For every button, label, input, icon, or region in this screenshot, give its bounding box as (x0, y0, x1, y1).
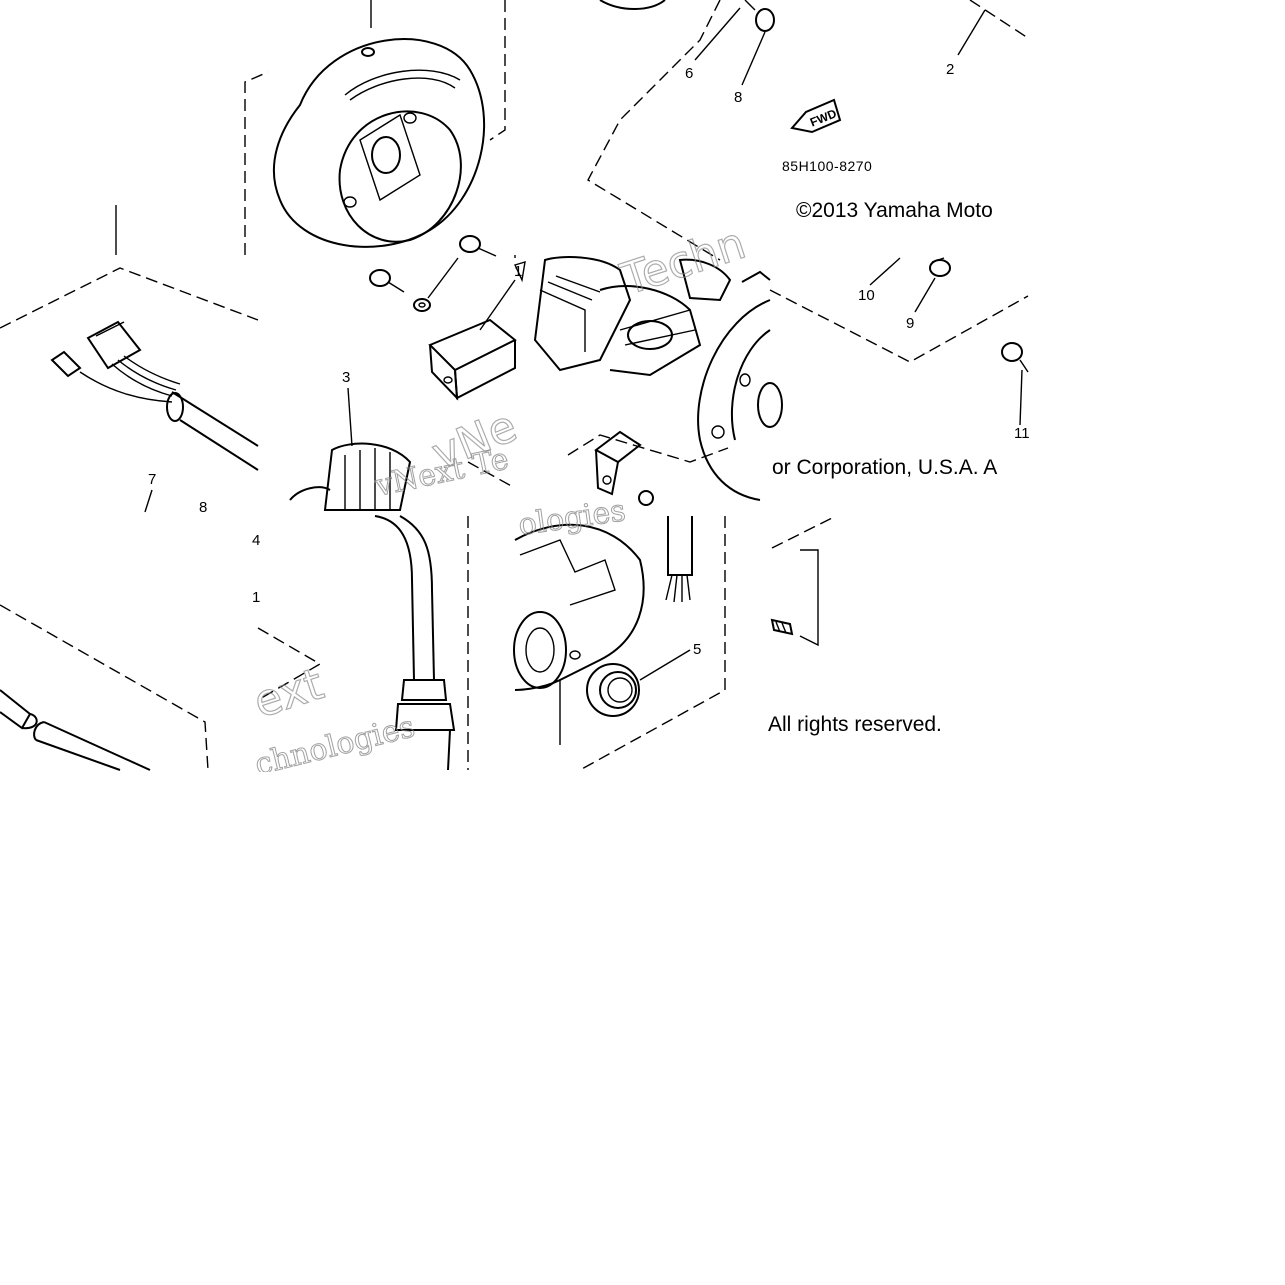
cdi-unit (428, 318, 517, 401)
wire-clamp (594, 430, 654, 506)
callout-6: 6 (685, 65, 693, 82)
callout-1: 1 (252, 589, 260, 606)
callout-7: 7 (148, 471, 156, 488)
crankcase-cover (513, 523, 645, 745)
callout-9: 9 (906, 315, 914, 332)
ignition-wire (374, 515, 456, 771)
blank-region (0, 772, 1285, 1285)
callout-1: 1 (514, 263, 522, 280)
small-screw (770, 618, 794, 636)
leader-line (957, 9, 986, 56)
brush-wire (665, 516, 693, 603)
fastener-screw (369, 235, 526, 312)
wire-harness (50, 320, 259, 471)
dashed-group-line (0, 267, 259, 329)
fastener-screw (929, 257, 1029, 373)
leader-line (1019, 369, 1023, 426)
leader-line (741, 31, 766, 86)
part-code: 85H100-8270 (782, 158, 872, 174)
dashed-group-line (771, 515, 837, 549)
flywheel-bolt (599, 0, 775, 32)
leader-line (914, 277, 936, 313)
wire-sleeve (0, 689, 151, 771)
callout-8: 8 (734, 89, 742, 106)
dashed-group-line (0, 604, 209, 771)
leader-line (694, 7, 741, 61)
callout-5: 5 (693, 641, 701, 658)
leader-line (639, 649, 691, 681)
leader-line (144, 489, 153, 513)
watermark-text: Techn (615, 218, 752, 306)
callout-11: 11 (1014, 425, 1030, 442)
dashed-group-line (769, 289, 1029, 363)
dashed-group-line (579, 516, 726, 771)
callout-10: 10 (858, 287, 875, 304)
blank-region (1030, 0, 1285, 515)
leader-line (427, 257, 459, 299)
copyright-line-2: or Corporation, U.S.A. A (772, 456, 997, 479)
stator-assembly (533, 256, 732, 377)
flywheel-rotor (272, 0, 486, 248)
fwd-arrow-icon: FWD (790, 98, 842, 134)
callout-3: 3 (342, 369, 350, 386)
bracket-line (799, 549, 819, 647)
leader-line (869, 257, 901, 286)
callout-8: 8 (199, 499, 207, 516)
dashed-group-line (244, 71, 269, 255)
copyright-line-1: ©2013 Yamaha Moto (796, 199, 993, 222)
callout-4: 4 (252, 532, 260, 549)
charge-coil (289, 442, 412, 511)
watermark-text: ext (248, 658, 330, 728)
base-plate (697, 270, 783, 501)
leader-line (347, 387, 353, 447)
dashed-group-line (489, 0, 506, 141)
dashed-group-line (587, 0, 721, 261)
blank-region (0, 0, 242, 205)
oil-seal (586, 663, 640, 717)
copyright-line-3: All rights reserved. (768, 713, 942, 736)
dashed-group-line (969, 0, 1029, 39)
dashed-group-line (257, 627, 322, 701)
dashed-group-line (567, 434, 729, 463)
blank-region (1030, 515, 1285, 772)
callout-2: 2 (946, 61, 954, 78)
dashed-group-line (467, 461, 516, 489)
